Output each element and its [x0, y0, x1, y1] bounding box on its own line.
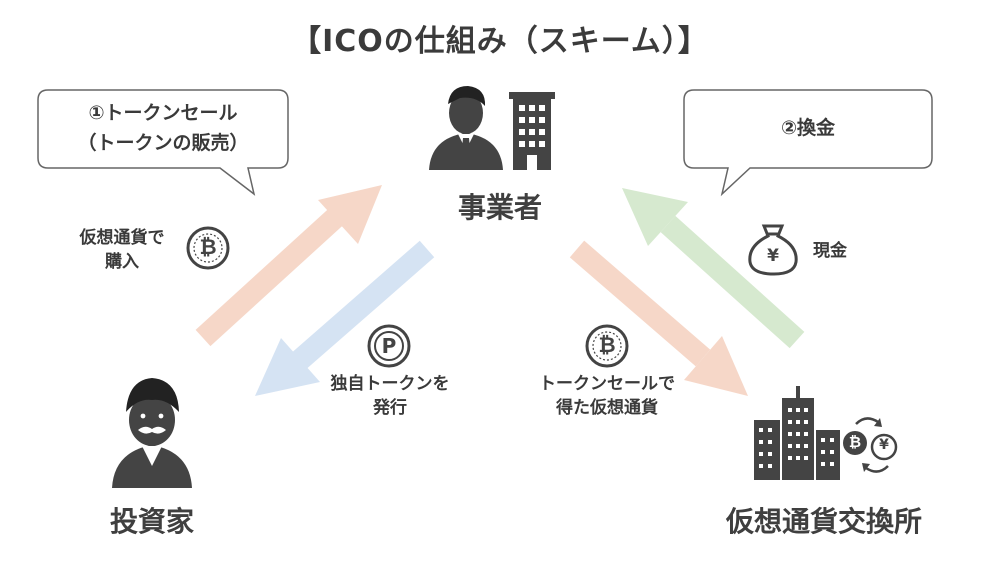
label-issue-line1: 独自トークンを [330, 374, 450, 394]
arrow-business-to-investor [255, 240, 435, 396]
bitcoin-symbol-exchange: ₿ [848, 433, 862, 451]
yen-coin-exchange-icon [870, 433, 898, 461]
bubble-left-line2: （トークンの販売） [77, 132, 249, 154]
speech-bubble-left [37, 89, 289, 196]
bubble-right-text: ②換金 [780, 117, 836, 139]
investor-icon [112, 378, 192, 488]
label-buy-line2: 購入 [105, 252, 139, 272]
bitcoin-coin-exchange-icon [843, 431, 867, 455]
exchange-building-icon [754, 386, 840, 480]
point-symbol: P [381, 334, 397, 358]
label-sale-line2: 得た仮想通貨 [556, 398, 658, 418]
money-bag-icon [748, 224, 798, 276]
yen-symbol-exchange: ¥ [879, 437, 889, 453]
label-issue-line2: 発行 [373, 398, 407, 418]
exchange-cycle-arrows-icon [855, 417, 889, 473]
actor-exchange: 仮想通貨交換所 [725, 505, 922, 538]
actor-business: 事業者 [457, 191, 542, 224]
bitcoin-symbol-sale: ₿ [598, 333, 616, 357]
arrow-investor-to-business [195, 185, 382, 347]
diagram-title: 【ICOの仕組み（スキーム）】 [291, 24, 709, 59]
arrow-exchange-to-business [622, 188, 805, 349]
office-building-icon [509, 92, 555, 170]
label-buy-line1: 仮想通貨で [79, 228, 165, 248]
label-sale-line1: トークンセールで [539, 374, 675, 394]
label-cash: 現金 [813, 241, 847, 261]
bitcoin-symbol-buy: ₿ [199, 235, 217, 259]
speech-bubble-right [683, 89, 933, 197]
bubble-left-text: ①トークンセール （トークンの販売） [48, 98, 278, 158]
actor-investor: 投資家 [109, 505, 194, 538]
label-issue: 独自トークンを 発行 [320, 372, 460, 420]
arrow-business-to-exchange [569, 240, 748, 396]
label-sale: トークンセールで 得た仮想通貨 [526, 372, 688, 420]
bubble-left-line1: ①トークンセール [88, 102, 238, 124]
label-buy: 仮想通貨で 購入 [60, 226, 184, 274]
businessman-icon [429, 86, 503, 170]
yen-symbol-bag: ¥ [767, 246, 779, 266]
